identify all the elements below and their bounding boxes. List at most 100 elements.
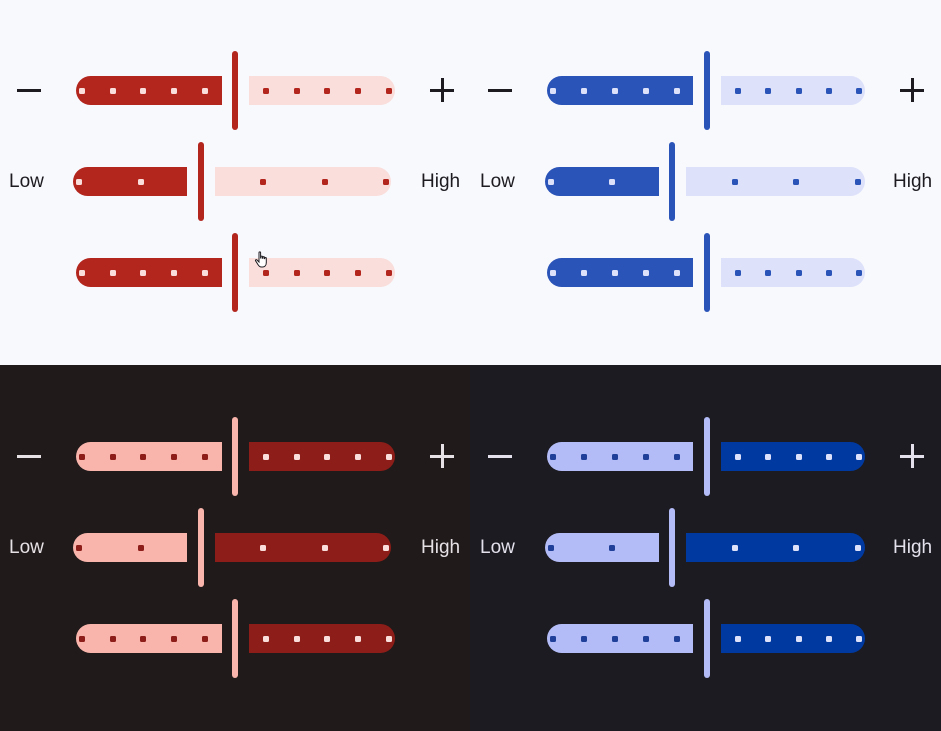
slider-inactive-track <box>249 442 395 471</box>
tick-mark <box>550 635 556 642</box>
minus-icon[interactable] <box>488 78 512 102</box>
tick-mark <box>674 453 680 460</box>
slider-handle[interactable] <box>704 233 710 312</box>
tick-mark <box>581 635 587 642</box>
tick-mark <box>826 87 832 94</box>
tick-mark <box>140 635 146 642</box>
tick-mark <box>324 269 330 276</box>
slider-handle[interactable] <box>704 417 710 496</box>
tick-mark <box>260 178 266 185</box>
low-label: Low <box>9 171 44 192</box>
high-label: High <box>421 171 461 192</box>
tick-mark <box>263 269 269 276</box>
tick-mark <box>324 453 330 460</box>
slider-inactive-track <box>215 533 391 562</box>
tick-mark <box>856 635 862 642</box>
slider-top[interactable] <box>76 417 395 496</box>
tick-mark <box>171 87 177 94</box>
minus-icon[interactable] <box>488 444 512 468</box>
slider-handle[interactable] <box>669 508 675 587</box>
slider-inactive-track <box>686 167 865 196</box>
high-label: High <box>893 171 933 192</box>
slider-active-track <box>73 167 187 196</box>
tick-mark <box>110 269 116 276</box>
slider-active-track <box>76 76 222 105</box>
slider-middle[interactable] <box>545 508 865 587</box>
slider-bottom[interactable] <box>76 599 395 678</box>
slider-handle[interactable] <box>704 51 710 130</box>
plus-icon[interactable] <box>430 78 454 102</box>
slider-handle[interactable] <box>198 142 204 221</box>
high-label: High <box>893 537 933 558</box>
tick-mark <box>548 178 554 185</box>
tick-mark <box>355 453 361 460</box>
slider-bottom[interactable] <box>547 233 865 312</box>
slider-active-track <box>547 76 693 105</box>
tick-mark <box>322 178 328 185</box>
minus-icon[interactable] <box>17 444 41 468</box>
tick-mark <box>79 87 85 94</box>
panel-blue-light: Low High <box>470 0 941 365</box>
slider-handle[interactable] <box>232 417 238 496</box>
tick-mark <box>386 453 392 460</box>
tick-mark <box>609 544 615 551</box>
slider-handle[interactable] <box>232 233 238 312</box>
slider-handle[interactable] <box>232 51 238 130</box>
tick-mark <box>855 178 861 185</box>
low-label: Low <box>480 171 515 192</box>
tick-mark <box>79 269 85 276</box>
slider-inactive-track <box>721 258 865 287</box>
tick-mark <box>612 635 618 642</box>
slider-middle[interactable] <box>545 142 865 221</box>
tick-mark <box>643 635 649 642</box>
tick-mark <box>609 178 615 185</box>
plus-icon[interactable] <box>900 444 924 468</box>
tick-mark <box>294 87 300 94</box>
tick-mark <box>386 635 392 642</box>
slider-middle[interactable] <box>73 508 391 587</box>
slider-handle[interactable] <box>704 599 710 678</box>
tick-mark <box>386 269 392 276</box>
minus-icon[interactable] <box>17 78 41 102</box>
tick-mark <box>765 453 771 460</box>
slider-top[interactable] <box>76 51 395 130</box>
slider-inactive-track <box>721 624 865 653</box>
panel-red-light: Low High <box>0 0 470 365</box>
tick-mark <box>140 87 146 94</box>
tick-mark <box>612 269 618 276</box>
tick-mark <box>826 269 832 276</box>
plus-icon[interactable] <box>430 444 454 468</box>
tick-mark <box>796 269 802 276</box>
slider-active-track <box>545 533 659 562</box>
slider-handle[interactable] <box>198 508 204 587</box>
tick-mark <box>796 453 802 460</box>
tick-mark <box>138 544 144 551</box>
hand-pointer-cursor-icon <box>254 251 267 268</box>
slider-middle[interactable] <box>73 142 391 221</box>
tick-mark <box>355 635 361 642</box>
slider-top[interactable] <box>547 51 865 130</box>
tick-mark <box>383 544 389 551</box>
slider-inactive-track <box>249 624 395 653</box>
tick-mark <box>202 269 208 276</box>
tick-mark <box>674 635 680 642</box>
tick-mark <box>202 453 208 460</box>
tick-mark <box>138 178 144 185</box>
tick-mark <box>383 178 389 185</box>
tick-mark <box>294 635 300 642</box>
slider-bottom[interactable] <box>76 233 395 312</box>
tick-mark <box>263 635 269 642</box>
tick-mark <box>171 635 177 642</box>
tick-mark <box>735 453 741 460</box>
plus-icon[interactable] <box>900 78 924 102</box>
slider-handle[interactable] <box>232 599 238 678</box>
tick-mark <box>796 87 802 94</box>
tick-mark <box>79 453 85 460</box>
slider-bottom[interactable] <box>547 599 865 678</box>
tick-mark <box>732 178 738 185</box>
slider-active-track <box>545 167 659 196</box>
slider-handle[interactable] <box>669 142 675 221</box>
tick-mark <box>386 87 392 94</box>
slider-top[interactable] <box>547 417 865 496</box>
tick-mark <box>110 87 116 94</box>
